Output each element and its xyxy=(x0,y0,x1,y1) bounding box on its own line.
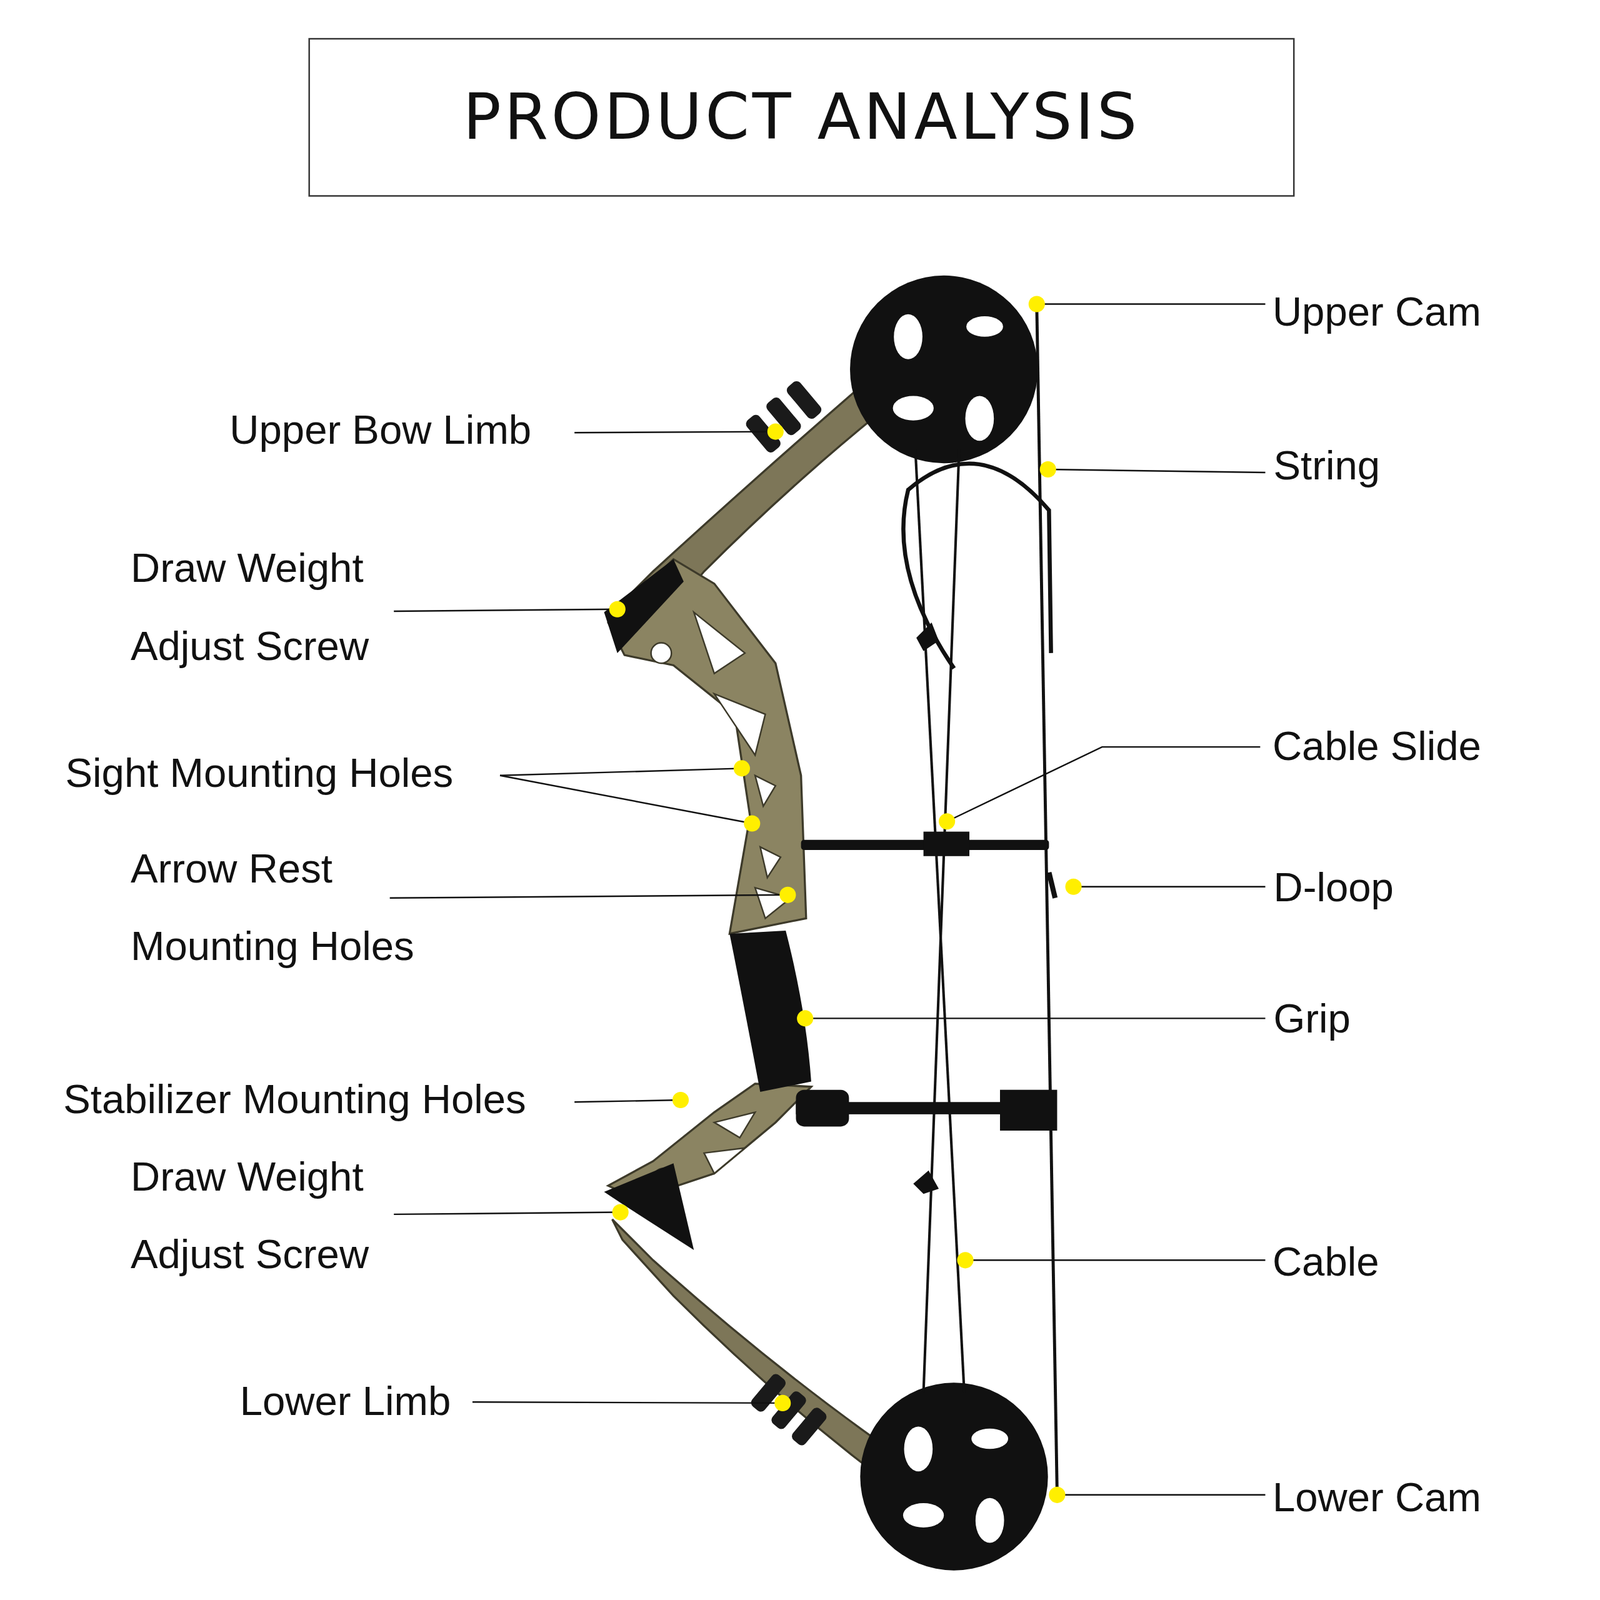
part-label: Sight Mounting Holes xyxy=(65,746,504,799)
part-label: Grip xyxy=(1273,993,1580,1045)
accessories-part xyxy=(795,1090,849,1127)
diagram-title: PRODUCT ANALYSIS xyxy=(309,79,1295,155)
title-frame xyxy=(309,38,1295,196)
leader-lines-part xyxy=(805,1017,1265,1019)
riser-part-part xyxy=(714,1112,755,1139)
part-label: Draw Weight Adjust Screw xyxy=(130,528,437,685)
part-label: Lower Limb xyxy=(240,1375,485,1427)
leader-lines-part xyxy=(500,768,742,775)
string-cables xyxy=(903,304,1057,1495)
leader-lines-part xyxy=(500,775,752,824)
callout-dots-part xyxy=(956,1251,974,1269)
accessories-part xyxy=(913,1170,939,1195)
callout-dots-part xyxy=(672,1091,689,1109)
riser-part xyxy=(604,559,684,654)
part-label: Arrow Rest Mounting Holes xyxy=(130,829,468,985)
cams-part-part xyxy=(903,1503,944,1528)
callout-dots-part xyxy=(609,601,626,618)
leader-lines-part xyxy=(946,746,1260,822)
bow-limbs-part-part xyxy=(785,379,824,422)
leader-lines-part xyxy=(574,431,776,434)
part-label: String xyxy=(1273,440,1580,492)
riser-part-part xyxy=(755,775,776,807)
callout-dots xyxy=(609,295,1082,1503)
accessories-part xyxy=(923,831,970,857)
leader-lines-part xyxy=(472,1401,783,1404)
part-label: Cable Slide xyxy=(1272,720,1579,772)
leader-lines-part xyxy=(1073,886,1266,888)
callout-dots-part xyxy=(779,886,796,904)
cams xyxy=(850,275,1049,1571)
cams-part-part xyxy=(893,314,923,360)
riser-part-part xyxy=(714,693,766,755)
leader-lines-part xyxy=(1056,1494,1265,1496)
callout-dots-part xyxy=(612,1204,629,1221)
accessories-part xyxy=(916,622,939,652)
grip-shape xyxy=(729,930,812,1092)
callout-dots-part xyxy=(1065,878,1082,895)
leader-lines-part xyxy=(1036,303,1266,305)
leader-lines-part xyxy=(1048,469,1266,473)
callout-dots-part xyxy=(743,815,760,832)
callout-dots-part xyxy=(733,760,750,777)
leader-lines-part xyxy=(574,1100,681,1102)
cams-part-part xyxy=(975,1498,1005,1544)
part-label: Upper Cam xyxy=(1272,285,1579,337)
part-label: D-loop xyxy=(1273,861,1580,913)
callout-dots-part xyxy=(1028,295,1045,312)
cams-part-part xyxy=(971,1428,1009,1450)
cams-part-part xyxy=(965,395,994,441)
part-label: Stabilizer Mounting Holes xyxy=(63,1073,574,1125)
part-label: Cable xyxy=(1272,1235,1579,1287)
leader-lines-part xyxy=(390,895,789,899)
cams-part-part xyxy=(966,316,1004,337)
leader-lines-part xyxy=(965,1259,1265,1261)
riser-part xyxy=(651,612,792,1189)
string-cables-part xyxy=(903,463,1051,669)
string-cables-part xyxy=(1048,872,1055,899)
leader-lines xyxy=(390,304,1266,1495)
part-label: Upper Bow Limb xyxy=(229,404,577,456)
riser-part-part xyxy=(651,643,672,664)
riser xyxy=(604,559,812,1250)
accessories xyxy=(795,622,1057,1194)
cams-part-part xyxy=(904,1426,934,1472)
string-cables-part xyxy=(923,448,960,1393)
callout-dots-part xyxy=(938,813,955,830)
callout-dots-part xyxy=(1040,461,1057,478)
leader-lines-part xyxy=(393,1212,620,1215)
riser-part-part xyxy=(704,1148,745,1174)
callout-dots-part xyxy=(774,1395,791,1412)
part-label: Lower Cam xyxy=(1272,1471,1579,1523)
cams-part xyxy=(850,275,1038,464)
bow-limbs-part-part xyxy=(790,1405,829,1448)
riser-part xyxy=(604,1163,695,1250)
string-cables-part xyxy=(915,448,964,1393)
cams-part-part xyxy=(893,395,934,420)
callout-dots-part xyxy=(1048,1486,1065,1504)
leader-lines-part xyxy=(393,609,618,612)
accessories-part xyxy=(1000,1090,1057,1131)
cams-part xyxy=(860,1382,1048,1570)
callout-dots-part xyxy=(767,423,784,440)
riser-part-part xyxy=(760,846,781,878)
part-label: Draw Weight Adjust Screw xyxy=(130,1137,437,1293)
riser-part-part xyxy=(693,612,745,674)
string-cables-part xyxy=(1036,304,1058,1495)
callout-dots-part xyxy=(796,1010,814,1027)
cams-part xyxy=(893,314,1009,1544)
